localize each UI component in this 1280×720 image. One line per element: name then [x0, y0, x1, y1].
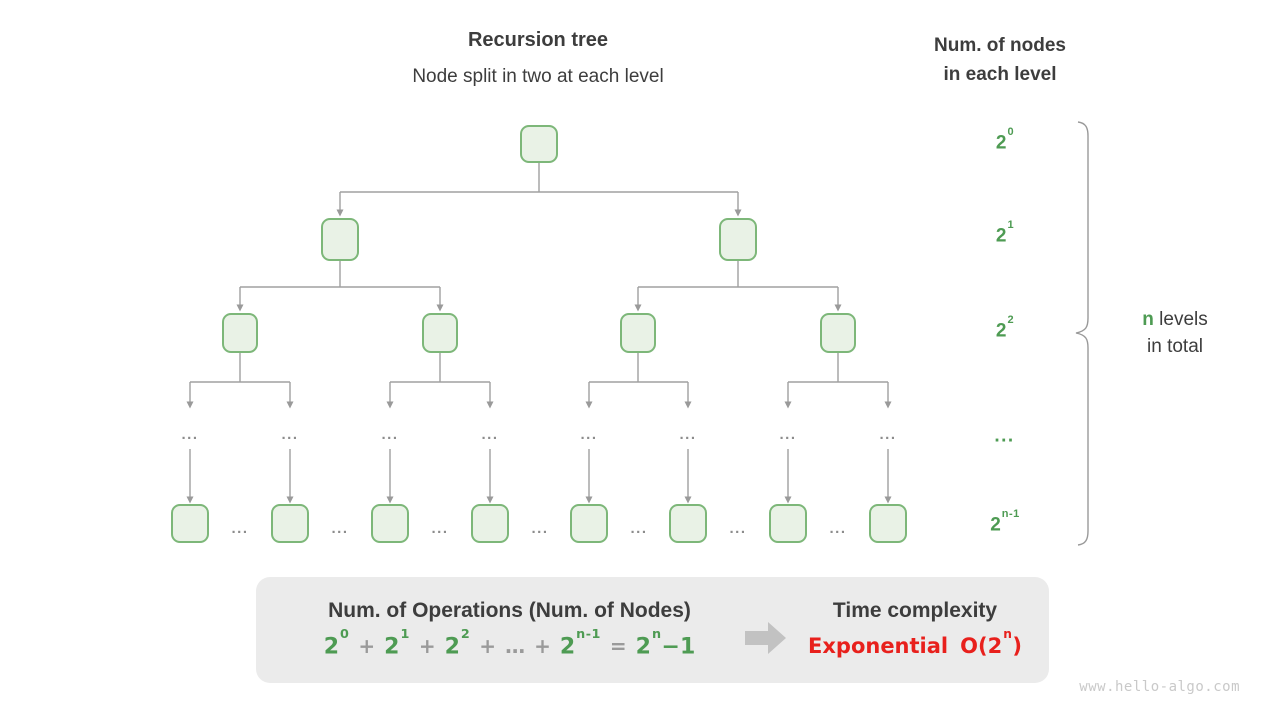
nodes-header-line2: in each level: [943, 64, 1057, 85]
tree-node: [869, 504, 907, 543]
tree-node: [471, 504, 509, 543]
formula-operator: +: [358, 634, 376, 659]
formula-result: 2n−1: [635, 626, 696, 660]
level-label-2: 22: [995, 313, 1015, 342]
tree-node: [820, 313, 856, 353]
complexity-class: Exponential: [808, 634, 949, 658]
formula-equals: =: [609, 634, 627, 659]
tree-node: [719, 218, 757, 261]
ellipsis-item: ...: [481, 426, 499, 443]
formula-term: 2n-1: [559, 626, 601, 660]
nodes-per-level-header: Num. of nodes in each level: [900, 31, 1100, 89]
operations-heading: Num. of Operations (Num. of Nodes): [328, 599, 691, 622]
formula-term: 21: [384, 626, 410, 660]
level-label-1: 21: [995, 218, 1015, 247]
tree-node: [422, 313, 458, 353]
ellipsis-item: ...: [580, 426, 598, 443]
tree-node: [620, 313, 656, 353]
levels-brace: [1075, 121, 1089, 546]
tree-node: [171, 504, 209, 543]
ellipsis-item: ...: [531, 520, 549, 537]
ellipsis-item: ...: [779, 426, 797, 443]
nodes-header-line1: Num. of nodes: [934, 35, 1066, 56]
tree-node: [570, 504, 608, 543]
page-title: Recursion tree: [467, 29, 609, 51]
connector-skeleton: [190, 163, 888, 383]
tree-node: [520, 125, 558, 163]
ellipsis-item: ...: [679, 426, 697, 443]
ellipsis-item: ...: [381, 426, 399, 443]
ellipsis-item: ...: [829, 520, 847, 537]
level-label-n-1: 2n-1: [990, 507, 1020, 536]
formula-term: 20: [323, 626, 350, 660]
tree-node: [321, 218, 359, 261]
n-variable: n: [1142, 309, 1154, 330]
complexity-label: Time complexity: [832, 599, 998, 622]
ellipsis-item: ...: [879, 426, 897, 443]
ellipsis-item: ...: [181, 426, 199, 443]
ellipsis-item: ...: [281, 426, 299, 443]
operations-box: Num. of Operations (Num. of Nodes) 20 + …: [256, 577, 1049, 683]
flow-arrow-icon: [745, 622, 786, 654]
formula-operator: +: [418, 634, 436, 659]
tree-node: [222, 313, 258, 353]
ellipsis-item: ...: [331, 520, 349, 537]
level-label-0: 20: [995, 125, 1015, 154]
page-subtitle: Node split in two at each level: [412, 66, 664, 87]
complexity-value: Exponential O(2n): [785, 627, 1045, 658]
level-label-dots: ...: [994, 425, 1015, 447]
watermark: www.hello-algo.com: [1079, 679, 1240, 695]
formula-ellipsis: …: [505, 634, 526, 659]
ellipsis-item: ...: [431, 520, 449, 537]
formula-term: 22: [444, 626, 471, 660]
tree-node: [371, 504, 409, 543]
ellipsis-item: ...: [630, 520, 648, 537]
formula-operator: +: [479, 634, 497, 659]
operations-formula: 20 + 21 + 22 + … + 2n-1 = 2n−1: [256, 626, 763, 660]
tree-node: [271, 504, 309, 543]
complexity-notation: O(2n): [960, 627, 1022, 658]
tree-node: [769, 504, 807, 543]
bracket-label: n levels in total: [1142, 309, 1208, 357]
ellipsis-item: ...: [231, 520, 249, 537]
ellipsis-item: ...: [729, 520, 747, 537]
tree-node: [669, 504, 707, 543]
formula-operator: +: [534, 634, 551, 659]
